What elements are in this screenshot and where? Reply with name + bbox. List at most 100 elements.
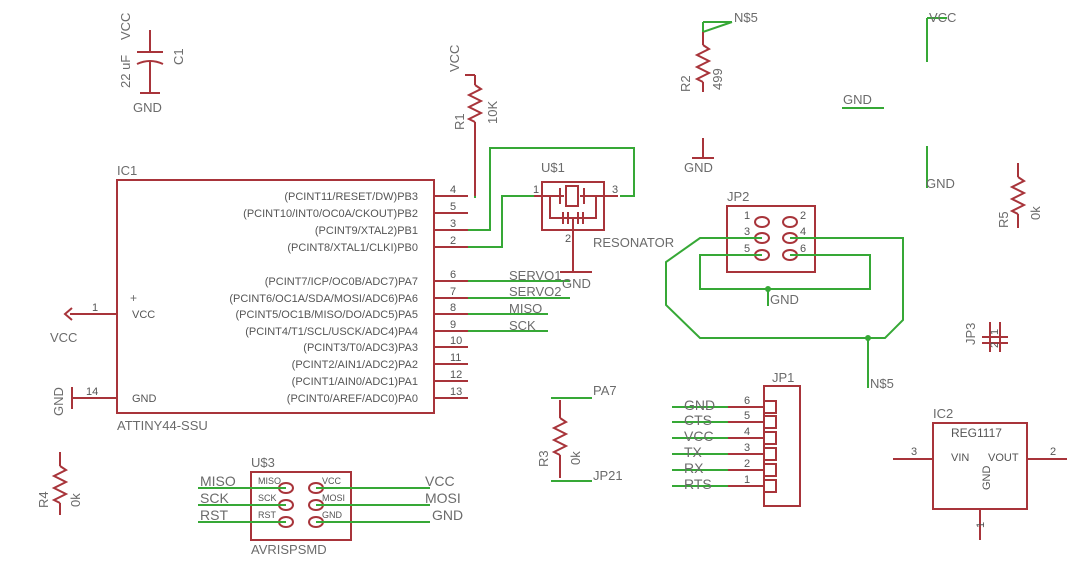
r3-value: 0k	[568, 451, 583, 465]
ic1-pin-label: (PCINT6/OC1A/SDA/MOSI/ADC6)PA6	[229, 293, 418, 305]
ic1-pin-label: (PCINT8/XTAL1/CLKI)PB0	[287, 242, 418, 254]
ic1-pin-label: (PCINT2/AIN1/ADC2)PA2	[292, 359, 418, 371]
ic2-pin2: 2	[1050, 446, 1056, 458]
ic1-plus: +	[130, 291, 137, 305]
jp1-pin-number: 3	[744, 442, 750, 454]
jp1-pin-pad	[763, 463, 777, 477]
u3-net-vcc: VCC	[425, 473, 455, 489]
ic1-pin-number: 4	[450, 184, 456, 196]
ic1-pin-number: 5	[450, 201, 456, 213]
jp2-nets: N$5	[665, 237, 904, 391]
ic2-name: IC2	[933, 406, 953, 421]
ic1-pin-number: 7	[450, 286, 456, 298]
r2-value: 499	[710, 68, 725, 90]
ic1-pin-number: 12	[450, 369, 462, 381]
jp1-net-label: CTS	[684, 412, 712, 428]
resistor-r1[interactable]: VCC R1 10K	[447, 45, 500, 198]
r2-name: R2	[678, 75, 693, 92]
ic1-pin14-num: 14	[86, 386, 98, 398]
ic1-pin-label: (PCINT10/INT0/OC0A/CKOUT)PB2	[243, 208, 418, 220]
ic1-pin-label: (PCINT9/XTAL2)PB1	[315, 225, 418, 237]
u1-pin2: 2	[565, 233, 571, 245]
tr-vcc: VCC	[929, 10, 956, 25]
resistor-r3[interactable]: PA7 JP21 R3 0k	[536, 383, 623, 483]
r3-bottom-net: JP21	[593, 468, 623, 483]
top-right-supplies: VCC GND GND	[842, 10, 956, 191]
jp1-pin-pad	[763, 479, 777, 493]
ic1-pin-number: 13	[450, 386, 462, 398]
ic1-pin-number: 3	[450, 218, 456, 230]
u3-pad-mosi: MOSI	[322, 493, 345, 503]
u1-name: U$1	[541, 160, 565, 175]
capacitor-c1[interactable]: VCC 22 uF C1 GND	[118, 13, 186, 115]
ic2-vin: VIN	[951, 452, 969, 464]
jp3-pin2: 2	[989, 342, 1001, 348]
r2-gnd: GND	[684, 160, 713, 175]
jp2-pin4: 4	[800, 226, 806, 238]
ic1-gnd-pin-label: GND	[132, 393, 157, 405]
ic1-pin-number: 2	[450, 235, 456, 247]
tr-gnd1: GND	[843, 92, 872, 107]
jp3-pin1: 1	[989, 329, 1001, 335]
ic1-pin1-num: 1	[92, 302, 98, 314]
tr-gnd2: GND	[926, 176, 955, 191]
c1-vcc-label: VCC	[118, 13, 133, 40]
jp2-gnd: GND	[770, 292, 799, 307]
resistor-r4[interactable]: R4 0k	[36, 452, 83, 515]
resistor-r2[interactable]: N$5 R2 499 GND	[678, 10, 758, 175]
ic1-pin-number: 8	[450, 302, 456, 314]
jp2-pin2: 2	[800, 210, 806, 222]
u3-pad-rst: RST	[258, 510, 277, 520]
net-servo1: SERVO1	[509, 268, 562, 283]
u3-pad-gnd: GND	[322, 510, 343, 520]
jumper-jp3[interactable]: JP3 1 2	[963, 322, 1008, 352]
ic1-part: ATTINY44-SSU	[117, 418, 208, 433]
ic2-vout: VOUT	[988, 452, 1019, 464]
ic1-name: IC1	[117, 163, 137, 178]
net-sck: SCK	[509, 318, 536, 333]
u3-net-mosi: MOSI	[425, 490, 461, 506]
ic1-nets	[468, 147, 635, 332]
r5-value: 0k	[1028, 206, 1043, 220]
u1-gnd: GND	[562, 276, 591, 291]
ic2-pin1: 1	[975, 522, 987, 528]
ic2-gnd: GND	[981, 466, 993, 491]
net-miso: MISO	[509, 301, 542, 316]
jp1-pin-pad	[763, 415, 777, 429]
ic1-pin-label: (PCINT5/OC1B/MISO/DO/ADC5)PA5	[235, 309, 418, 321]
u1-part: RESONATOR	[593, 235, 674, 250]
r4-name: R4	[36, 491, 51, 508]
ic1-pin-number: 10	[450, 335, 462, 347]
jp1-pin-number: 6	[744, 395, 750, 407]
jp1-pin-number: 4	[744, 426, 750, 438]
resistor-r5[interactable]: R5 0k	[996, 163, 1043, 228]
jp1-net-label: RTS	[684, 476, 712, 492]
u3-nets: MISO SCK RST VCC MOSI GND	[198, 473, 463, 523]
regulator-ic2[interactable]: IC2 REG1117 VIN VOUT GND 3 2 1	[893, 406, 1067, 540]
ic1-attiny44[interactable]: IC1 ATTINY44-SSU + (PCINT11/RESET/DW)PB3…	[50, 163, 562, 433]
jp1-net-label: RX	[684, 460, 704, 476]
ic2-part: REG1117	[951, 426, 1002, 440]
u3-part: AVRISPSMD	[251, 542, 327, 557]
ic1-pin-label: (PCINT11/RESET/DW)PB3	[284, 191, 418, 203]
r5-name: R5	[996, 211, 1011, 228]
jp3-name: JP3	[963, 323, 978, 345]
ic1-pin-label: (PCINT1/AIN0/ADC1)PA1	[292, 376, 418, 388]
u3-net-gnd: GND	[432, 507, 463, 523]
ic2-pin3: 3	[911, 446, 917, 458]
jp2-pin3: 3	[744, 226, 750, 238]
r2-net: N$5	[734, 10, 758, 25]
resonator-u1[interactable]: U$1 1 3 2 RESONATOR GND	[533, 160, 674, 291]
u3-name: U$3	[251, 455, 275, 470]
jp1-pin-pad	[763, 431, 777, 445]
jp1-pin-pad	[763, 400, 777, 414]
u1-pin3: 3	[612, 184, 618, 196]
ic1-pin-number: 9	[450, 319, 456, 331]
jp1-pin-pad	[763, 447, 777, 461]
u3-pad-vcc: VCC	[322, 476, 342, 486]
u3-pad-miso: MISO	[258, 476, 281, 486]
r1-vcc-label: VCC	[447, 45, 462, 72]
r3-top-net: PA7	[593, 383, 617, 398]
